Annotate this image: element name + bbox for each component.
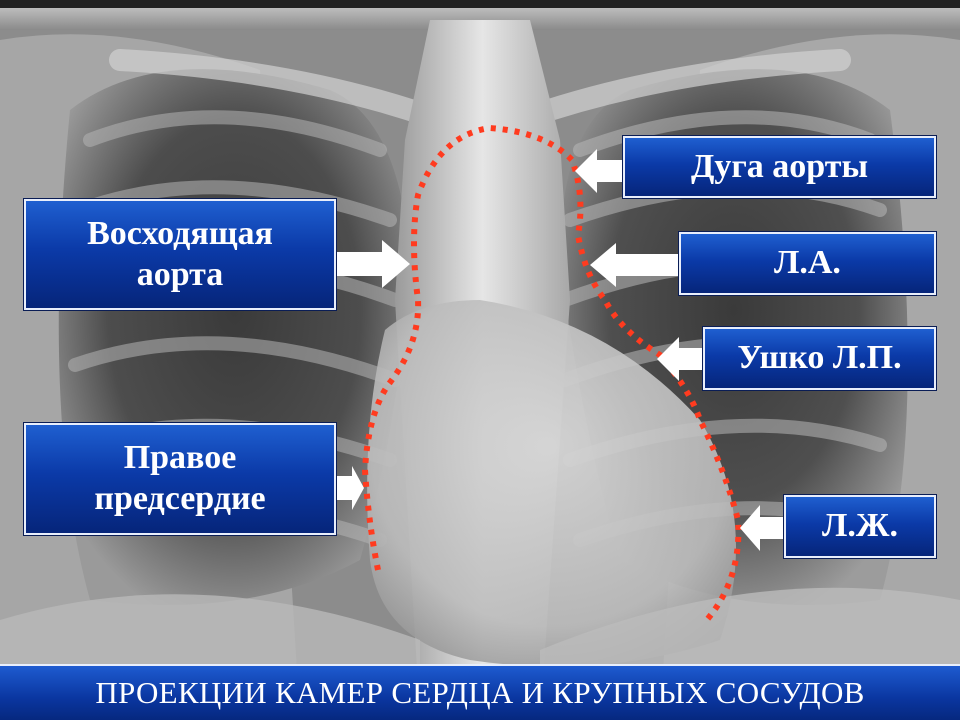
slide-title-bar: ПРОЕКЦИИ КАМЕР СЕРДЦА И КРУПНЫХ СОСУДОВ: [0, 664, 960, 720]
arrow-aortic-arch: [575, 149, 627, 193]
label-aortic-arch-text: Дуга аорты: [690, 147, 869, 185]
arrow-ascending-aorta: [334, 240, 410, 288]
label-left-atrial-appendage-text: Ушко Л.П.: [737, 339, 902, 377]
arrow-left-atrial-appendage: [657, 337, 709, 381]
label-left-atrial-appendage: Ушко Л.П.: [703, 327, 936, 390]
label-right-atrium-text: Правое предсердие: [94, 439, 266, 517]
label-left-ventricle: Л.Ж.: [784, 495, 936, 558]
arrow-right-atrium: [334, 466, 364, 510]
label-left-ventricle-text: Л.Ж.: [822, 507, 898, 545]
label-right-atrium: Правое предсердие: [24, 423, 336, 535]
label-aortic-arch: Дуга аорты: [623, 136, 936, 198]
label-ascending-aorta-text: Восходящая аорта: [87, 214, 273, 293]
label-pulmonary-artery-text: Л.А.: [774, 244, 841, 282]
arrow-pulmonary-artery: [590, 243, 682, 287]
label-ascending-aorta: Восходящая аорта: [24, 199, 336, 310]
label-pulmonary-artery: Л.А.: [679, 232, 936, 295]
slide-title: ПРОЕКЦИИ КАМЕР СЕРДЦА И КРУПНЫХ СОСУДОВ: [95, 675, 865, 710]
arrow-left-ventricle: [740, 505, 788, 551]
